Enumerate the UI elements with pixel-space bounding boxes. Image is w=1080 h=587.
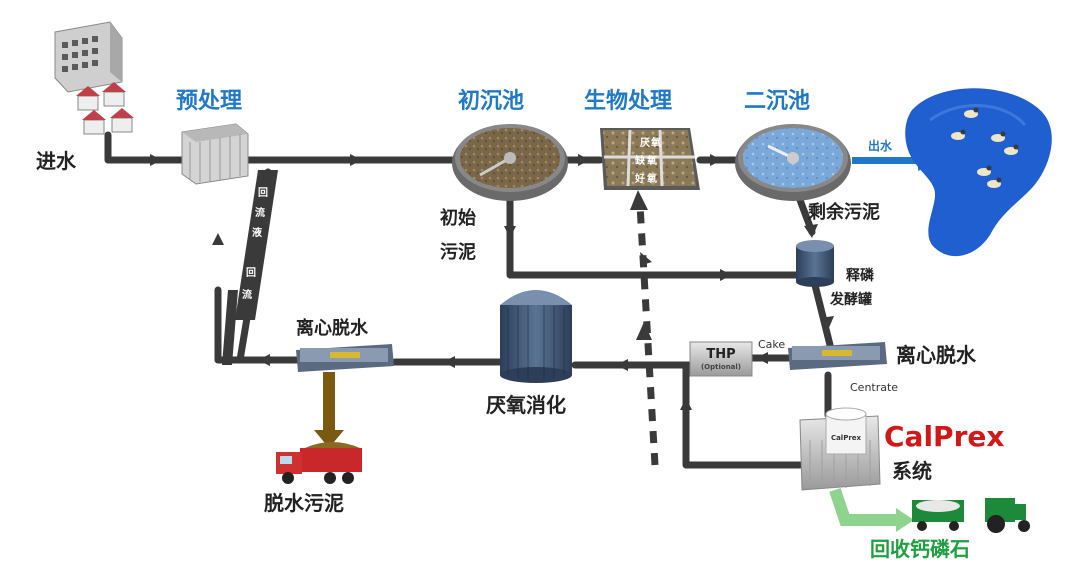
inflow-pipe	[104, 131, 189, 164]
dewatered-sludge-arrow	[314, 372, 344, 448]
fermenter-to-centrifuge-pipe	[811, 281, 834, 349]
label-centrifuge-right: 离心脱水	[896, 343, 977, 367]
duck-icons	[951, 107, 1019, 188]
duck-icon	[951, 129, 966, 140]
bio-text-0: 厌	[640, 137, 650, 149]
arrowhead	[350, 154, 362, 166]
primary-sludge-pipe	[506, 191, 804, 279]
filtrate-return-pipe	[214, 286, 302, 364]
label-thp-sub: (Optional)	[701, 363, 741, 371]
secondary-clarifier-icon	[735, 124, 851, 201]
calprex-system-icon	[799, 407, 881, 491]
label-p-release-1: 释磷	[846, 267, 875, 284]
label-excess-sludge: 剩余污泥	[808, 201, 880, 223]
centrifuge-icon-right	[788, 342, 887, 370]
bio-tank-text: 厌 氧 缺 氧 好 氧	[634, 136, 661, 185]
arrowhead	[756, 352, 768, 364]
flow-arrowheads	[150, 154, 834, 410]
buildings-icon	[54, 21, 123, 93]
pretreatment-building-icon	[181, 123, 249, 185]
label-secondary-clarifier: 二沉池	[744, 89, 810, 114]
digester-tank-icon	[500, 290, 572, 383]
label-outflow: 出水	[868, 138, 893, 153]
bio-text-3: 氧	[646, 154, 657, 167]
return-stream-column	[222, 170, 278, 365]
return-text-4: 回	[246, 267, 256, 279]
duck-icon	[964, 107, 979, 118]
label-calprex-tank: CalPrex	[831, 434, 862, 442]
label-primary-clarifier: 初沉池	[458, 88, 524, 114]
bio-text-4: 好	[634, 172, 645, 185]
calprex-return-pipe	[682, 361, 804, 469]
label-centrate: Centrate	[850, 381, 898, 394]
duck-icon	[987, 177, 1002, 188]
bio-text-5: 氧	[646, 172, 657, 185]
arrowhead	[150, 154, 162, 166]
arrowhead	[710, 154, 722, 166]
label-centrifuge-left: 离心脱水	[296, 317, 369, 339]
duck-icon	[977, 165, 992, 176]
duck-icon	[1004, 144, 1019, 155]
bio-text-2: 缺	[634, 154, 646, 167]
houses-icon	[76, 82, 134, 135]
return-text-0: 回	[258, 187, 268, 199]
labels: 进水 预处理 初沉池 生物处理 二沉池 出水 初始 污泥 剩余污泥 释磷 发酵罐…	[36, 88, 1004, 561]
label-p-release-2: 发酵罐	[829, 291, 872, 308]
label-calprex-system: 系统	[892, 459, 932, 483]
fermenter-tank-icon	[796, 240, 834, 287]
primary-clarifier-icon	[452, 124, 568, 201]
arrowhead	[720, 269, 732, 281]
bio-text-1: 氧	[650, 136, 661, 149]
return-text-5: 流	[242, 288, 252, 301]
arrowhead	[820, 316, 834, 330]
thp-box-icon	[689, 341, 753, 377]
arrowhead	[680, 398, 692, 410]
dashed-return-arrow	[630, 190, 659, 466]
arrowhead	[258, 354, 270, 366]
return-stream-text: 回 流 液 回 流	[242, 187, 268, 301]
label-calprex-brand: CalPrex	[884, 420, 1004, 453]
arrowhead	[443, 356, 455, 368]
label-biological-treatment: 生物处理	[584, 88, 672, 114]
label-primary-sludge-1: 初始	[440, 207, 476, 229]
arrowhead	[504, 226, 516, 238]
label-inflow: 进水	[36, 149, 77, 173]
return-text-2: 液	[252, 226, 262, 239]
tractor-trailer-icon	[912, 498, 1030, 533]
arrowhead	[616, 359, 628, 371]
bioreactor-icon	[600, 128, 700, 190]
arrowhead	[804, 224, 818, 238]
arrowhead	[578, 154, 590, 166]
label-dewatered-sludge: 脱水污泥	[264, 491, 344, 515]
label-anaerobic-digestion: 厌氧消化	[486, 393, 566, 417]
label-recovered-phosphate: 回收钙磷石	[870, 537, 970, 561]
label-cake: Cake	[758, 338, 785, 351]
duck-icon	[991, 131, 1006, 142]
phosphate-output-arrow	[829, 488, 914, 532]
arrowhead	[212, 233, 224, 245]
return-text-1: 流	[255, 206, 265, 219]
label-primary-sludge-2: 污泥	[440, 241, 476, 263]
label-thp-title: THP	[706, 347, 735, 362]
dump-truck-icon	[276, 442, 362, 484]
centrifuge-icon-left	[296, 344, 394, 372]
label-pretreatment: 预处理	[176, 88, 242, 114]
